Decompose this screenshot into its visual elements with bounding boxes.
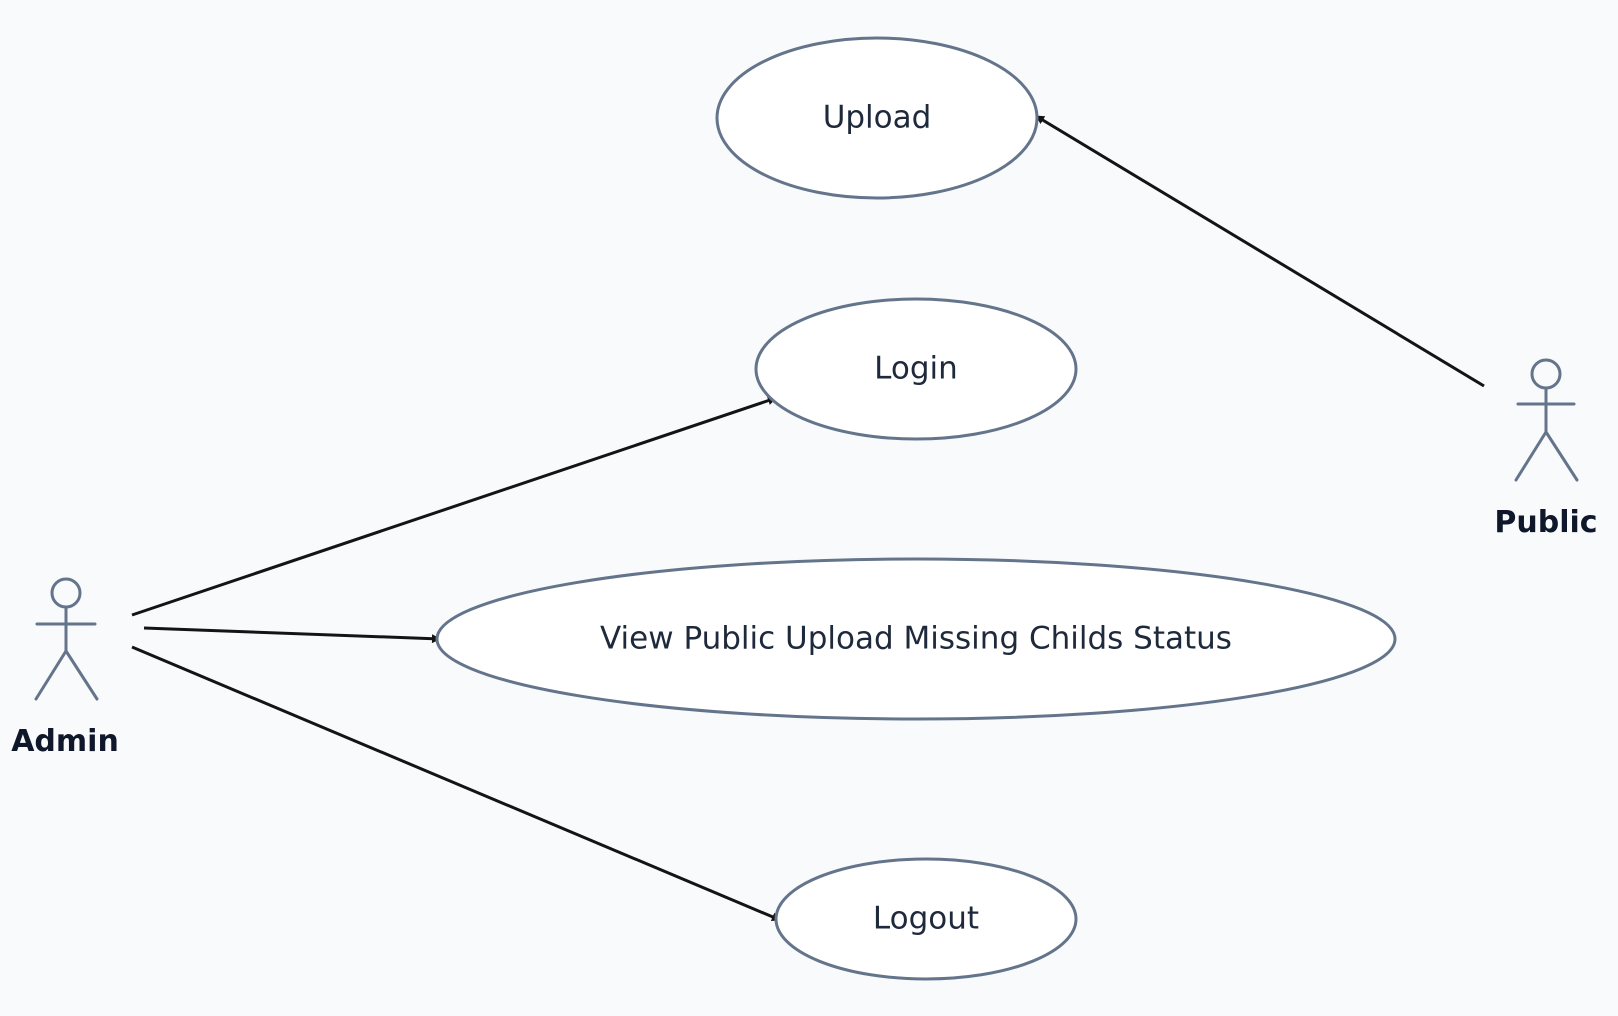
use-case-logout-label: Logout: [873, 901, 979, 937]
actor-admin-figure-icon: [34, 577, 99, 701]
association-admin-logout: [131, 645, 781, 922]
association-admin-view-status: [143, 626, 441, 644]
actor-admin[interactable]: Admin: [11, 577, 119, 759]
use-case-login-label: Login: [874, 351, 958, 387]
actor-admin-label: Admin: [11, 724, 119, 759]
association-public-upload: [1035, 114, 1485, 388]
actor-public-label: Public: [1494, 505, 1597, 540]
use-case-upload[interactable]: Upload: [715, 36, 1039, 200]
use-case-logout[interactable]: Logout: [774, 857, 1078, 981]
association-admin-login: [131, 396, 777, 617]
actor-public-figure-icon: [1514, 358, 1579, 482]
use-case-view-status-label: View Public Upload Missing Childs Status: [600, 621, 1232, 657]
use-case-login[interactable]: Login: [754, 297, 1078, 441]
actor-public[interactable]: Public: [1494, 358, 1598, 540]
use-case-upload-label: Upload: [823, 100, 932, 136]
use-case-view-status[interactable]: View Public Upload Missing Childs Status: [435, 557, 1397, 721]
